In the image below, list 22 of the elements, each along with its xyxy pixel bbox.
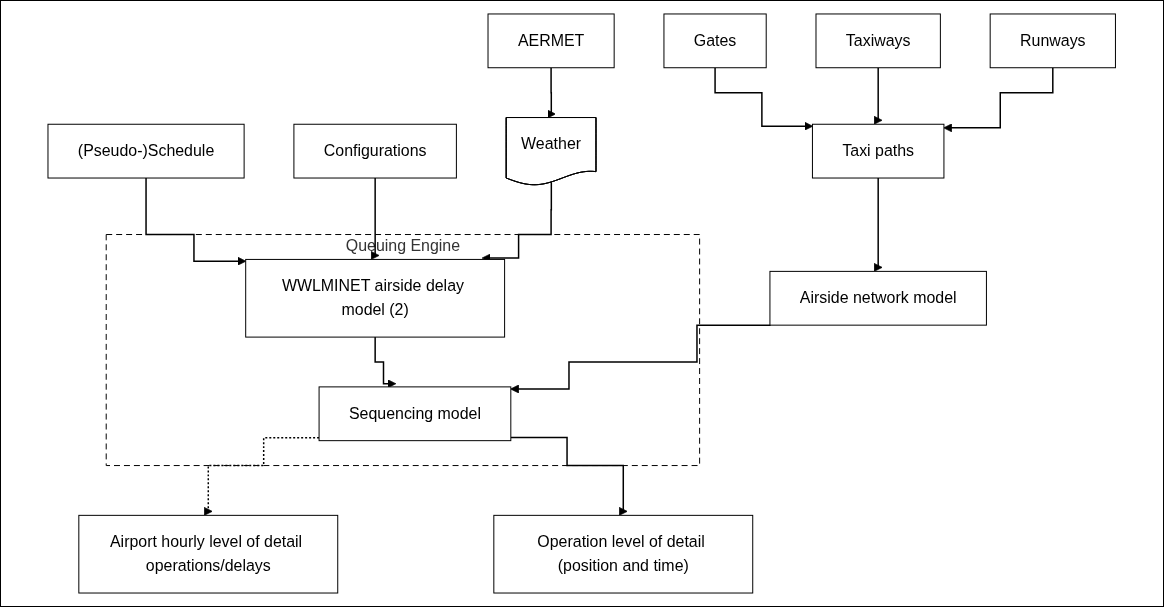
node-box: Airport hourly level of detail operations/delays: [78, 514, 339, 594]
arrow: [874, 67, 883, 125]
arrow: [510, 324, 772, 394]
node-box: WWLMINET airside delay model (2): [245, 258, 506, 338]
node-box: (Pseudo-)Schedule: [47, 123, 245, 179]
node-box: AERMET: [487, 13, 615, 69]
arrow: [714, 67, 814, 131]
node-box: Gates: [663, 13, 767, 69]
node-box: Taxi paths: [812, 123, 945, 179]
node-box: Runways: [989, 13, 1117, 69]
arrow: [547, 67, 557, 119]
arrow: [371, 177, 380, 260]
node-box: Sequencing model: [318, 386, 512, 442]
arrow: [510, 436, 628, 516]
node-box: Airside network model: [769, 270, 988, 326]
node-box: Taxiways: [815, 13, 942, 69]
arrow: [874, 177, 883, 272]
node-box: Operation level of detail (position and time): [493, 514, 754, 594]
node-box: Configurations: [293, 123, 458, 179]
arrow: [943, 67, 1054, 133]
arrow: [204, 437, 321, 516]
arrow: [145, 177, 247, 266]
